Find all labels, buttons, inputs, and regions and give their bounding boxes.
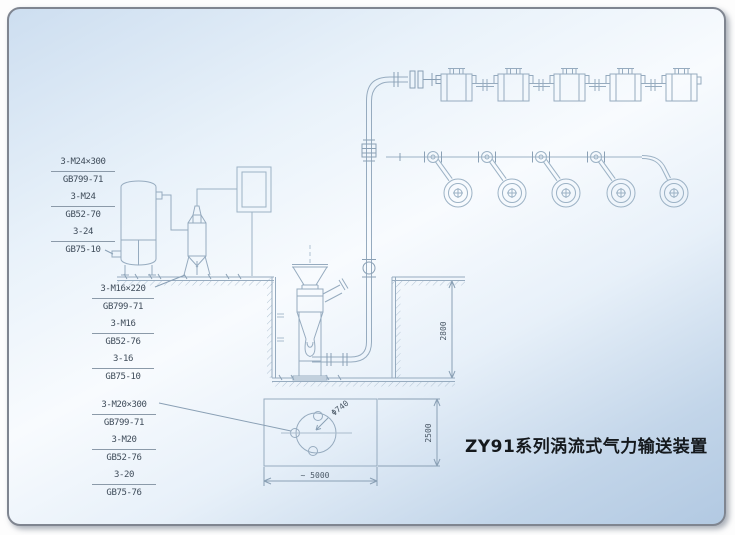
blower-unit xyxy=(661,68,702,102)
diverter-branch xyxy=(587,151,636,208)
silo-top-view xyxy=(606,178,636,208)
fastener-row: GB75-10 xyxy=(65,245,101,255)
dimension-text: 2800 xyxy=(439,321,448,340)
schematic-drawing: 2800 Φ740 2500 ~ 5 xyxy=(104,68,702,486)
distribution-line xyxy=(386,151,689,208)
fastener-row: GB52-76 xyxy=(105,337,141,347)
gate-valve-icon xyxy=(361,143,377,158)
ball-valve-icon xyxy=(362,261,376,275)
fastener-row: GB52-70 xyxy=(65,210,101,220)
blower-unit xyxy=(440,68,477,102)
tank-filter-pipe xyxy=(162,194,188,231)
control-cabinet xyxy=(196,166,272,276)
fastener-row: GB799-71 xyxy=(103,418,145,428)
dimension-text: Φ740 xyxy=(330,399,351,418)
riser-valves xyxy=(361,139,377,278)
fastener-table-m20: 3-M20×300 GB799-71 3-M20 GB52-76 3-20 GB… xyxy=(92,397,156,502)
flange-circle xyxy=(281,411,352,456)
filter-separator xyxy=(183,205,211,276)
fastener-row: GB75-76 xyxy=(106,488,142,498)
dimension-riser-height: 2800 xyxy=(439,280,456,379)
fastener-row: 3-24 xyxy=(51,224,115,242)
fastener-row: GB799-71 xyxy=(102,302,144,312)
dimension-text: 2500 xyxy=(424,423,433,442)
fastener-row: GB52-76 xyxy=(106,453,142,463)
diverter-branch xyxy=(424,151,473,208)
fastener-row: 3-20 xyxy=(92,467,156,485)
dimension-plan-depth: 2500 xyxy=(378,398,441,467)
diverter-branch xyxy=(532,151,581,208)
drawing-title: ZY91系列涡流式气力输送装置 xyxy=(465,437,708,457)
plan-view: Φ740 2500 ~ 5000 xyxy=(263,398,441,486)
leader-lines xyxy=(104,249,292,432)
fastener-table-m24: 3-M24×300 GB799-71 3-M24 GB52-70 3-24 GB… xyxy=(51,154,115,259)
blower-unit xyxy=(493,68,534,102)
blower-train xyxy=(440,68,702,102)
silo-top-view xyxy=(497,178,527,208)
fastener-table-m16: 3-M16×220 GB799-71 3-M16 GB52-76 3-16 GB… xyxy=(92,281,154,386)
fastener-row: GB75-10 xyxy=(105,372,141,382)
vortex-feeder xyxy=(277,245,349,381)
diverter-branch xyxy=(478,151,527,208)
blower-unit xyxy=(605,68,646,102)
fastener-row: GB799-71 xyxy=(62,175,104,185)
pit-section xyxy=(117,273,465,387)
fastener-row: 3-M16 xyxy=(92,316,154,334)
air-receiver-tank xyxy=(111,180,163,276)
silo-top-view xyxy=(551,178,581,208)
silo-top-view xyxy=(443,178,473,208)
dimension-plan-length: ~ 5000 xyxy=(263,467,378,486)
conveying-pipe xyxy=(312,72,408,366)
fastener-row: 3-M20 xyxy=(92,432,156,450)
fastener-row: 3-16 xyxy=(92,351,154,369)
blower-unit xyxy=(549,68,590,102)
dimension-text: ~ 5000 xyxy=(301,471,330,480)
fastener-row: 3-M24×300 xyxy=(51,154,115,172)
fastener-row: 3-M16×220 xyxy=(92,281,154,299)
fastener-row: 3-M20×300 xyxy=(92,397,156,415)
fastener-row: 3-M24 xyxy=(51,189,115,207)
feed-valve-assembly xyxy=(409,70,442,89)
silo-top-view xyxy=(659,178,689,208)
drawing-frame: 2800 Φ740 2500 ~ 5 xyxy=(7,7,726,526)
